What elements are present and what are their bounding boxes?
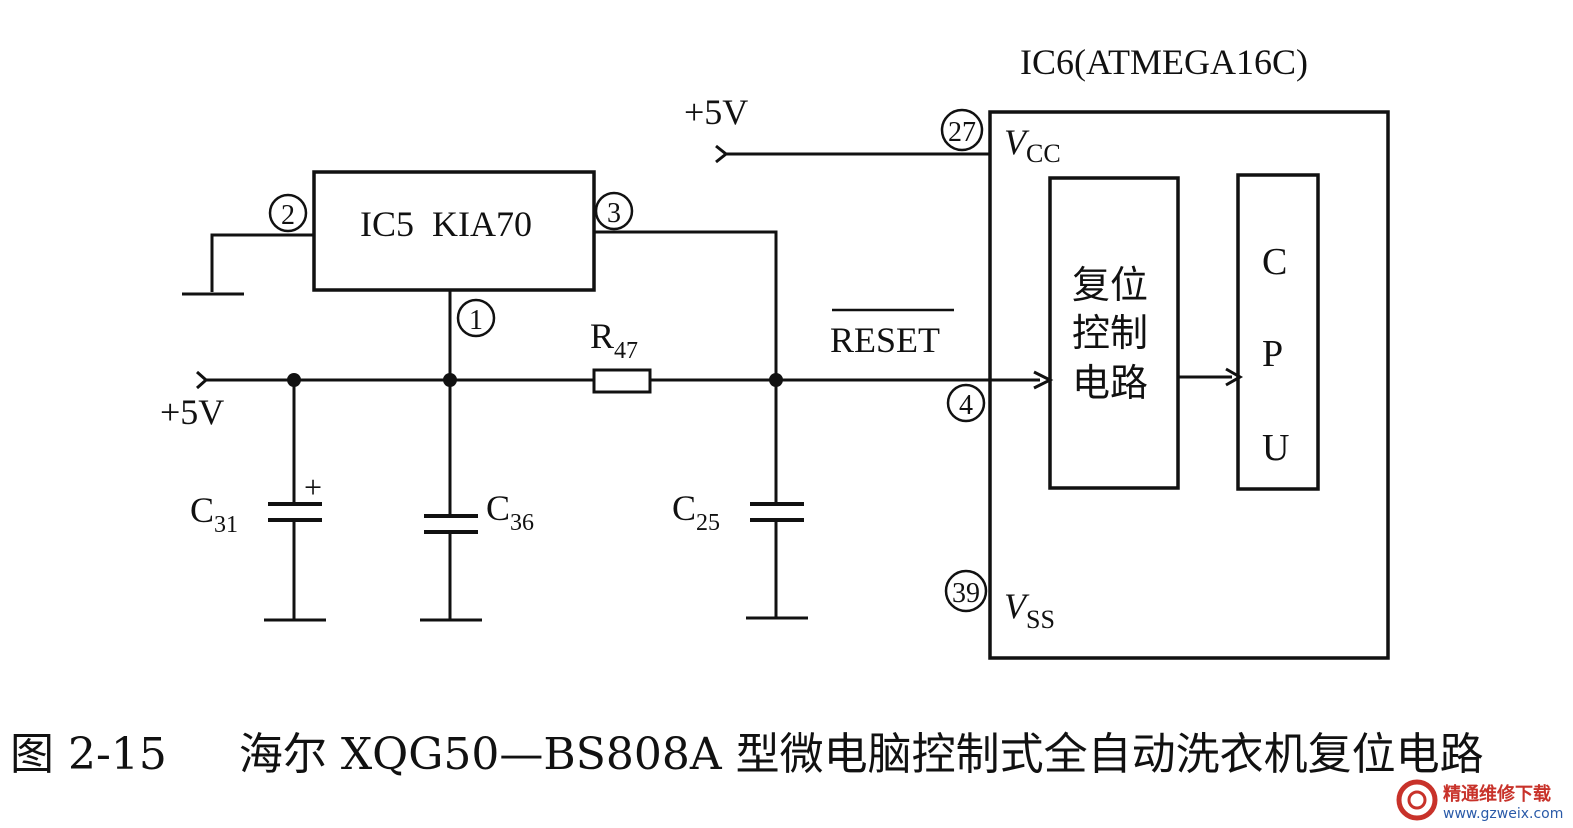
- reset-control-block: [1048, 176, 1180, 490]
- c25-label: C25: [672, 488, 720, 536]
- vss-label: VSS: [1004, 586, 1055, 634]
- vss-subscript: SS: [1026, 605, 1055, 634]
- cpu-arrow: [1225, 367, 1244, 387]
- pin-number-4: 4: [959, 390, 973, 421]
- reset-block-line-3: 电路: [1072, 361, 1148, 405]
- pin-number-2: 2: [281, 200, 295, 231]
- figure-title: 海尔 XQG50—BS808A 型微电脑控制式全自动洗衣机复位电路: [238, 729, 1484, 780]
- left-5v-label: +5V: [160, 392, 224, 432]
- top-5v-label: +5V: [684, 92, 748, 132]
- pin-marker-1: 1: [456, 298, 496, 338]
- c31-plus-sign: +: [304, 469, 322, 505]
- pin-marker-27: 27: [940, 108, 984, 152]
- r47-subscript: 47: [614, 338, 638, 364]
- pin-marker-39: 39: [944, 569, 988, 613]
- cpu-letter-c: C: [1262, 241, 1287, 283]
- reset-block-line-1: 复位: [1072, 263, 1148, 307]
- cpu-letter-u: U: [1262, 427, 1289, 469]
- vcc-subscript: CC: [1026, 139, 1061, 168]
- left-5v-arrow: [196, 370, 209, 390]
- reset-block-line-2: 控制: [1072, 311, 1148, 355]
- pin-marker-3: 3: [594, 191, 634, 231]
- pin-marker-2: 2: [268, 193, 308, 233]
- pin-number-27: 27: [948, 117, 976, 148]
- pin-number-3: 3: [607, 198, 621, 229]
- c36-subscript: 36: [510, 510, 534, 536]
- ic6-box: [988, 110, 1390, 660]
- watermark-ring-icon: [1396, 779, 1438, 821]
- ic5-label: IC5 KIA70: [360, 204, 532, 244]
- watermark-url: www.gzweix.com: [1443, 806, 1563, 822]
- pin-number-39: 39: [952, 578, 980, 609]
- top-5v-arrow: [715, 144, 729, 164]
- c31-label: C31: [190, 490, 238, 538]
- pin-number-1: 1: [469, 305, 483, 336]
- figure-caption: 图 2-15 海尔 XQG50—BS808A 型微电脑控制式全自动洗衣机复位电路: [10, 718, 1570, 788]
- c31-subscript: 31: [214, 512, 238, 538]
- ic5-ground-wire: [210, 233, 314, 292]
- r47-label: R47: [590, 316, 638, 364]
- watermark-logo: 精通维修下载 www.gzweix.com: [1396, 779, 1563, 822]
- watermark-name: 精通维修下载: [1443, 783, 1551, 805]
- pin-marker-4: 4: [946, 383, 986, 423]
- vcc-label: VCC: [1004, 122, 1061, 168]
- c36-label: C36: [486, 488, 534, 536]
- ic5-output-wire: [594, 230, 778, 380]
- ic6-title: IC6(ATMEGA16C): [1020, 42, 1308, 82]
- cpu-letter-p: P: [1262, 333, 1283, 375]
- c25-subscript: 25: [696, 510, 720, 536]
- r47-resistor: [592, 368, 652, 394]
- figure-number: 图 2-15: [10, 729, 167, 780]
- reset-circuit-diagram: IC5 KIA70 IC6(ATMEGA16C) 复位 控制 电路 C P: [160, 42, 1390, 660]
- reset-label: RESET: [830, 320, 940, 360]
- cpu-block: [1236, 173, 1320, 491]
